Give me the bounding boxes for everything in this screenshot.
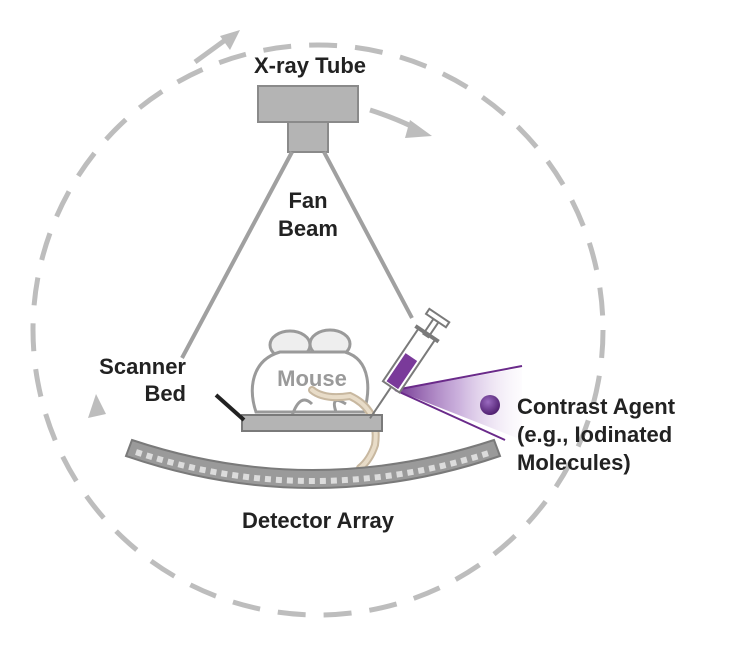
fan-beam-label-line2: Beam — [278, 216, 338, 241]
mouse-figure — [250, 328, 380, 472]
detector-array-label: Detector Array — [242, 508, 395, 533]
mouse-label: Mouse — [277, 366, 347, 391]
syringe-icon — [369, 307, 451, 419]
detector-array — [124, 438, 502, 489]
rotation-arrow-right-icon — [369, 107, 432, 138]
xray-tube-label: X-ray Tube — [254, 53, 366, 78]
fan-beam-right-line — [322, 151, 414, 319]
scanner-bed-label-line2: Bed — [144, 381, 186, 406]
xray-tube — [257, 85, 359, 153]
rotation-arrow-top-icon — [193, 30, 240, 65]
fan-beam-label-line1: Fan — [288, 188, 327, 213]
contrast-beam-cone — [395, 368, 522, 440]
scanner-bed — [214, 393, 383, 432]
contrast-agent-label-line2: (e.g., Iodinated — [517, 422, 672, 447]
rotation-path-circle — [30, 42, 606, 618]
scanner-bed-label-line1: Scanner — [99, 354, 186, 379]
fan-beam-left-line — [180, 151, 294, 359]
contrast-agent-label-line3: Molecules) — [517, 450, 631, 475]
rotation-arrow-left-icon — [88, 394, 106, 418]
contrast-agent-dot-icon — [480, 395, 500, 415]
contrast-agent-label-line1: Contrast Agent — [517, 394, 676, 419]
